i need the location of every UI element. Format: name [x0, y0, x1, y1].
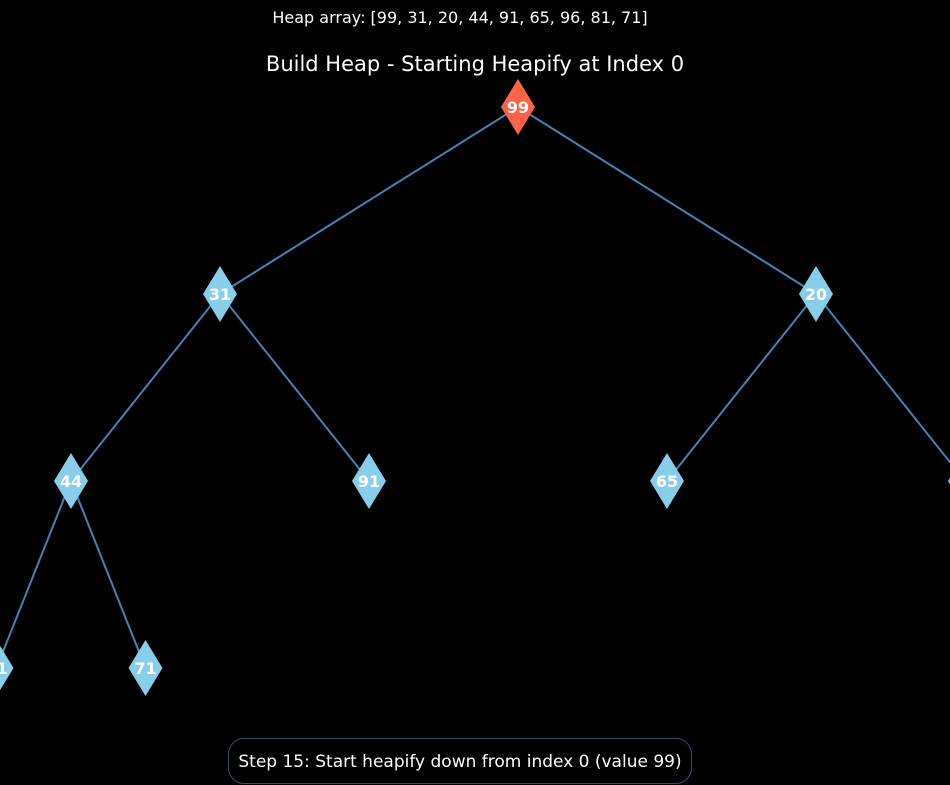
node-diamond — [799, 266, 833, 322]
node-value: 71 — [134, 659, 156, 678]
node-value: 20 — [805, 285, 827, 304]
node-value: 31 — [209, 285, 231, 304]
heap-array-label: Heap array: [99, 31, 20, 44, 91, 65, 96,… — [272, 8, 648, 27]
node-diamond — [203, 266, 237, 322]
node-value: 81 — [0, 659, 8, 678]
node-value: 44 — [60, 472, 82, 491]
heap-node: 91 — [352, 453, 386, 509]
step-caption: Step 15: Start heapify down from index 0… — [228, 738, 692, 784]
tree-edge — [815, 293, 950, 464]
heap-node: 44 — [54, 453, 88, 509]
tree-edge — [0, 480, 72, 662]
node-diamond — [54, 453, 88, 509]
node-diamond — [501, 79, 535, 135]
heap-node-active: 99 — [501, 79, 535, 135]
tree-edge — [219, 106, 519, 295]
heap-node: 71 — [128, 640, 163, 696]
node-diamond — [128, 640, 163, 696]
tree-edge — [219, 293, 370, 482]
node-value: 99 — [507, 98, 529, 117]
node-value: 91 — [358, 472, 380, 491]
tree-edge — [666, 293, 817, 482]
heap-node: 65 — [650, 453, 684, 509]
node-value: 65 — [656, 472, 678, 491]
heap-node: 31 — [203, 266, 237, 322]
tree-edge — [517, 106, 817, 295]
heap-node: 81 — [0, 645, 14, 691]
diagram-title: Build Heap - Starting Heapify at Index 0 — [265, 52, 685, 76]
heap-node: 20 — [799, 266, 833, 322]
node-diamond — [650, 453, 684, 509]
node-diamond — [352, 453, 386, 509]
tree-edge — [70, 480, 147, 669]
tree-edge — [70, 293, 221, 482]
node-diamond — [0, 645, 14, 691]
